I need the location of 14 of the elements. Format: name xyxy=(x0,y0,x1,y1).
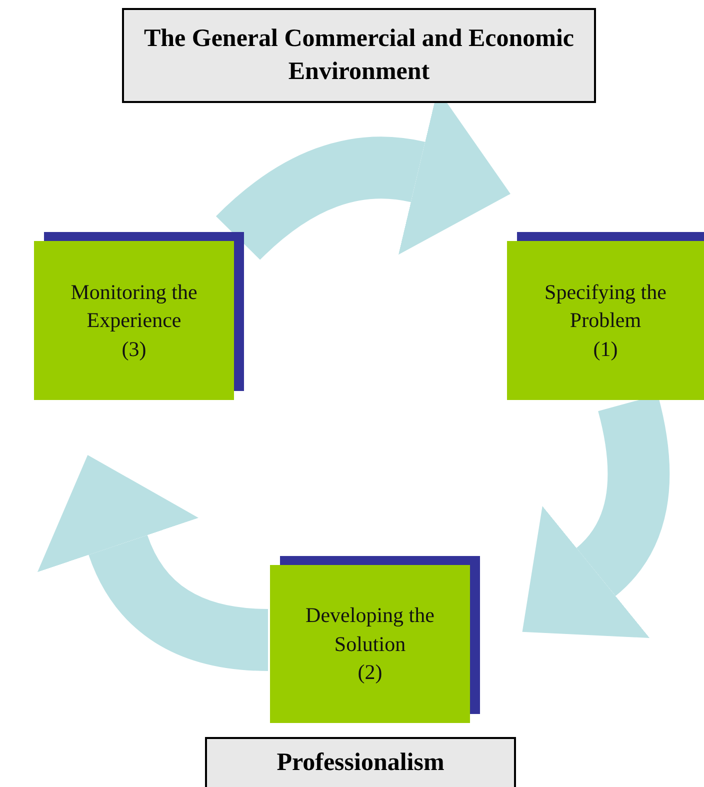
curved-arrow xyxy=(38,456,270,671)
step-number: (2) xyxy=(356,659,384,686)
process-box xyxy=(507,241,704,400)
process-box xyxy=(270,565,470,723)
box-label: The General Commercial and Economic Environment xyxy=(142,24,576,86)
process-box xyxy=(34,241,234,400)
step-number: (1) xyxy=(592,336,619,363)
heading-box xyxy=(205,737,516,787)
box-label: Developing the Solution xyxy=(304,602,436,658)
box-label: Specifying the Problem xyxy=(544,278,668,334)
step-number: (3) xyxy=(120,336,148,363)
heading-box xyxy=(122,8,596,103)
box-label: Professionalism xyxy=(276,748,446,778)
box-label: Monitoring the Experience xyxy=(70,278,198,334)
